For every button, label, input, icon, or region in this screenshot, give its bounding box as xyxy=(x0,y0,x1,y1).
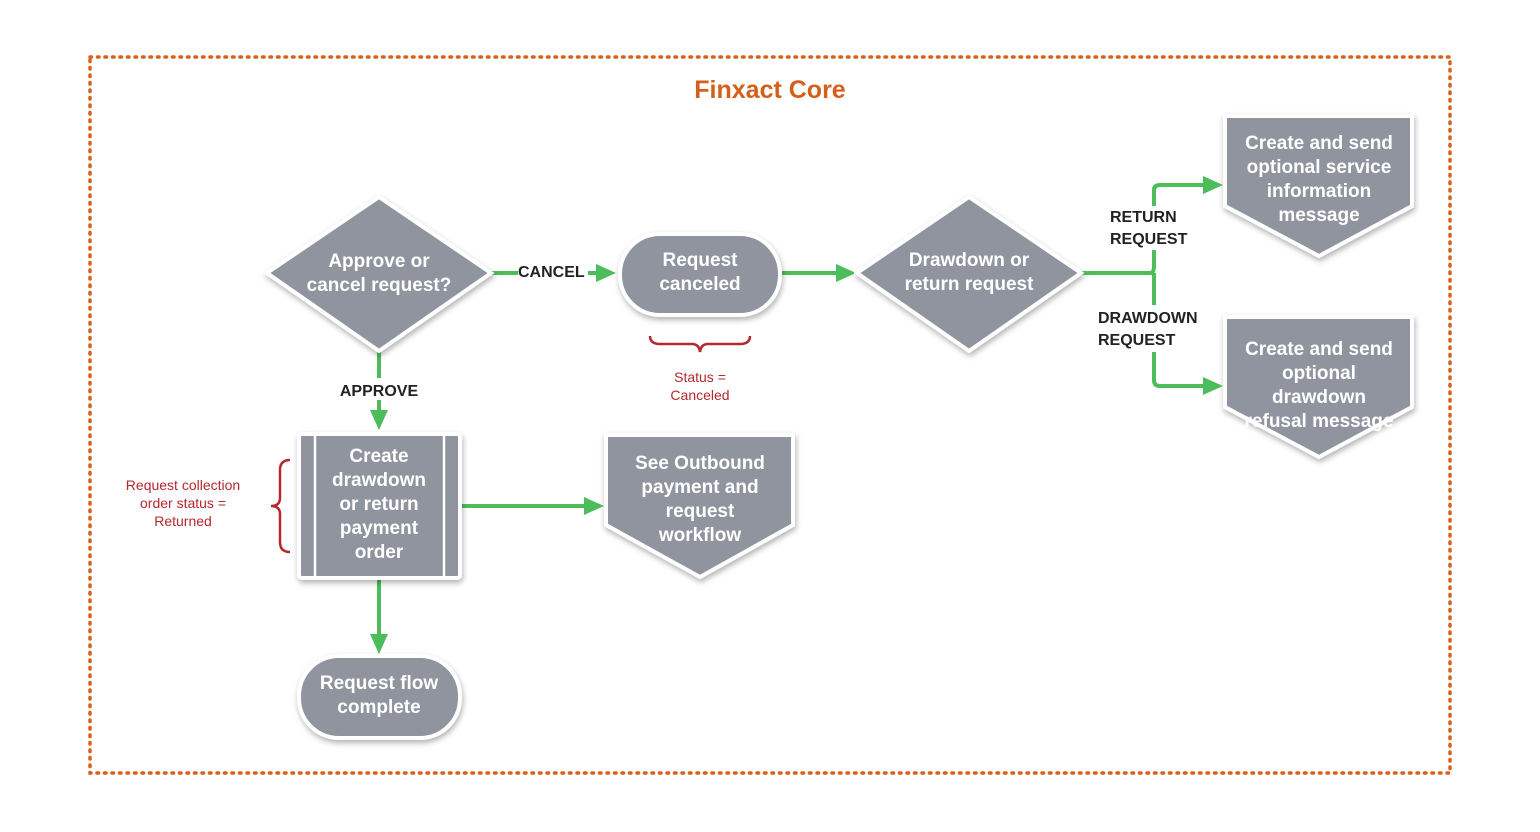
brace xyxy=(648,335,752,353)
edge-approve: APPROVE xyxy=(340,352,419,430)
edge-label-approve: APPROVE xyxy=(340,383,419,400)
edge-order-to-complete xyxy=(370,580,388,654)
container-title: Finxact Core xyxy=(694,76,846,104)
edge-label-cancel: CANCEL xyxy=(518,264,585,281)
note-status-canceled: Status =Canceled xyxy=(648,335,752,403)
finxact-core-container xyxy=(88,55,1452,775)
edge-cancel: CANCEL xyxy=(491,264,616,282)
edge-order-to-outbound xyxy=(462,497,604,515)
svg-text:Status =Canceled: Status =Canceled xyxy=(670,369,729,403)
edge-canceled-to-drawdown xyxy=(782,264,856,282)
brace xyxy=(270,458,291,554)
